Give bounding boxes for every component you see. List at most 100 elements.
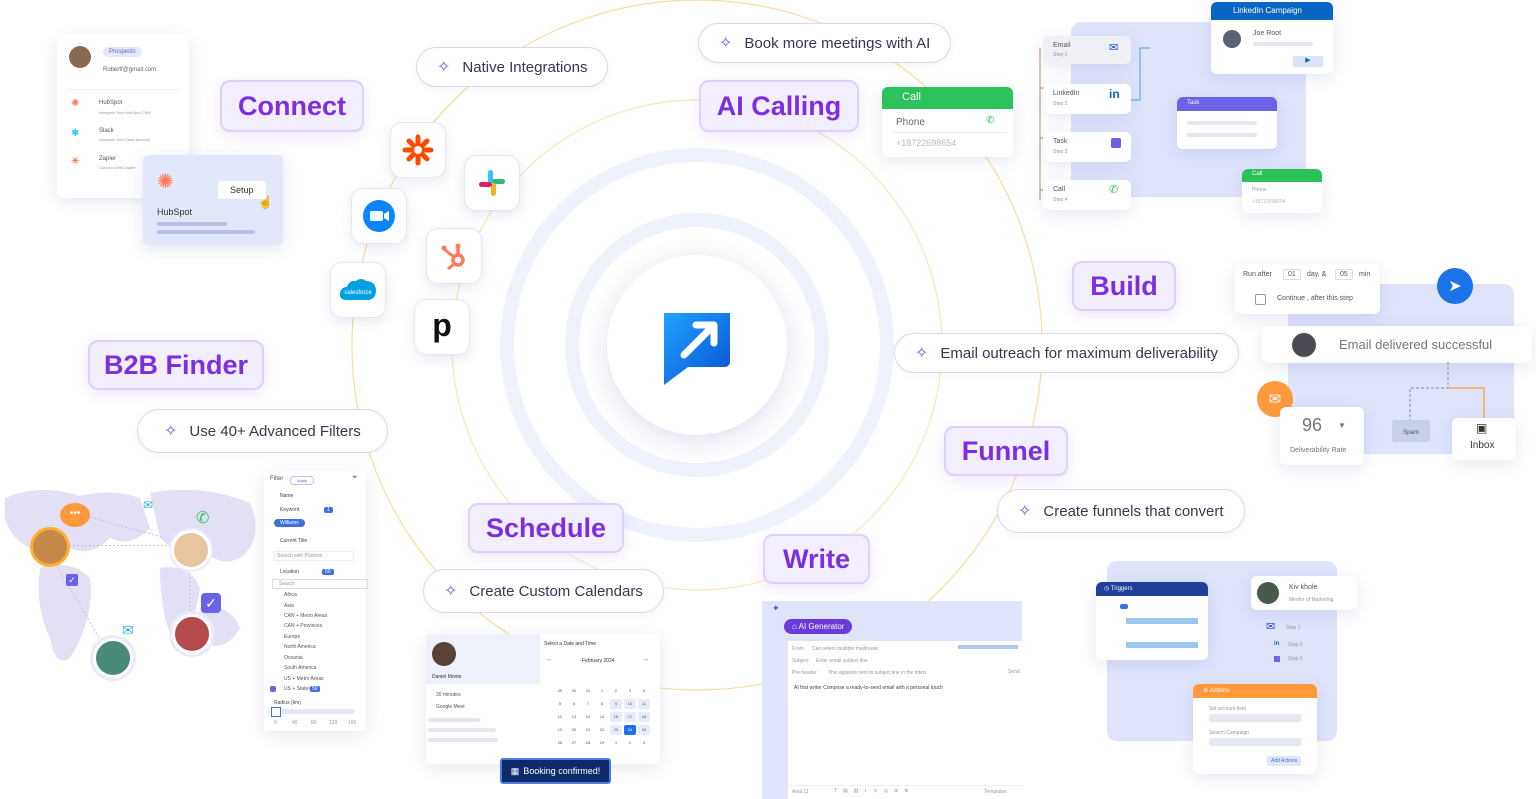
- calendar-day[interactable]: 29: [599, 740, 605, 745]
- location-item[interactable]: Oceania: [284, 655, 303, 661]
- calendar-day[interactable]: 22: [599, 727, 605, 732]
- ai-generator-button[interactable]: ⌂ AI Generator: [784, 619, 853, 634]
- font-selector[interactable]: Arial 11: [792, 789, 809, 795]
- calendar-day[interactable]: 12: [557, 714, 563, 719]
- continue-checkbox[interactable]: [1255, 294, 1266, 305]
- subject-input[interactable]: Enter email subject line: [816, 658, 868, 664]
- calendar-day[interactable]: 31: [585, 688, 591, 693]
- calendar-day[interactable]: 11: [638, 699, 650, 709]
- title-search[interactable]: Search with Position: [274, 551, 354, 561]
- step-label: Step 3: [1288, 656, 1303, 662]
- calendar-day[interactable]: 18: [638, 712, 650, 722]
- filter-field[interactable]: Keyword: [280, 507, 300, 513]
- location-item[interactable]: North America: [284, 644, 316, 650]
- calendar-day[interactable]: 20: [571, 727, 577, 732]
- from-input[interactable]: Can select multiple mailboxes: [812, 646, 879, 652]
- pipedrive-tile[interactable]: p: [414, 299, 470, 355]
- calendar-day[interactable]: 3: [642, 740, 646, 745]
- location-item[interactable]: CAN + Metro Areas: [284, 613, 328, 619]
- ai-prompt[interactable]: AI first writer Compose a ready-to-send …: [794, 685, 943, 691]
- calendar-day[interactable]: 27: [571, 740, 577, 745]
- salesforce-tile[interactable]: salesforce: [330, 262, 386, 318]
- send-button[interactable]: Send: [1008, 669, 1020, 675]
- calendar-day[interactable]: 2: [614, 688, 618, 693]
- day-input[interactable]: 01: [1283, 269, 1301, 280]
- keyword-tag[interactable]: Williams: [274, 519, 305, 527]
- calendar-day[interactable]: 2: [628, 740, 632, 745]
- filter-field[interactable]: Current Title: [280, 538, 308, 544]
- sparkle-icon: ✧: [719, 35, 733, 52]
- editor-toolbar[interactable]: T▤▥◐⊙◎⊕⊗: [834, 788, 915, 794]
- sequence-step-linkedin[interactable]: LinkedIn Step 2 in: [1043, 84, 1131, 114]
- mail-icon: ✉: [1109, 42, 1119, 54]
- send-icon[interactable]: ➤: [1437, 268, 1473, 304]
- add-actions-button[interactable]: Add Actions: [1267, 756, 1302, 766]
- calendar-day[interactable]: 13: [571, 714, 577, 719]
- filter-field[interactable]: Location: [280, 569, 299, 575]
- calendar-day[interactable]: 6: [572, 701, 576, 706]
- calendar-day[interactable]: 15: [599, 714, 605, 719]
- search-campaign-label: Search Campaign: [1209, 730, 1250, 736]
- calendar-day[interactable]: 19: [557, 727, 563, 732]
- calendar-day[interactable]: 7: [586, 701, 590, 706]
- location-item[interactable]: South America: [284, 665, 317, 671]
- calendar-day[interactable]: 30: [571, 688, 577, 693]
- calendar-day[interactable]: 3: [628, 688, 632, 693]
- slack-tile[interactable]: [464, 155, 520, 211]
- location-item[interactable]: CAN + Provinces: [284, 623, 323, 629]
- calendar-day[interactable]: 21: [585, 727, 591, 732]
- location-item[interactable]: US + States: [284, 686, 311, 692]
- location-search[interactable]: Search: [272, 579, 368, 589]
- calendar-day[interactable]: 8: [600, 701, 604, 706]
- filter-field[interactable]: Name: [280, 493, 294, 499]
- calendar-day[interactable]: 9: [610, 699, 622, 709]
- calendar-day[interactable]: 17: [624, 712, 636, 722]
- slider-handle[interactable]: [271, 707, 281, 717]
- send-button[interactable]: ▶: [1293, 56, 1323, 67]
- zoom-tile[interactable]: [351, 188, 407, 244]
- feature-funnel: Funnel: [944, 426, 1068, 476]
- deliverability-card: 96 ▼ Deliverability Rate: [1280, 407, 1364, 465]
- calendar-day[interactable]: 26: [557, 740, 563, 745]
- radius-slider[interactable]: [274, 709, 354, 714]
- location-item[interactable]: US + Metro Areas: [284, 676, 324, 682]
- sequence-step-email[interactable]: Email Step 1 ✉: [1043, 36, 1131, 64]
- sequence-step-call[interactable]: Call Step 4 ✆: [1043, 180, 1131, 210]
- setup-button[interactable]: Setup: [218, 181, 266, 199]
- calendar-day[interactable]: 1: [600, 688, 604, 693]
- calendar-day[interactable]: 16: [610, 712, 622, 722]
- min-input[interactable]: 05: [1335, 269, 1353, 280]
- sequence-step-task[interactable]: Task Step 3: [1043, 132, 1131, 162]
- calendar-day[interactable]: 5: [558, 701, 562, 706]
- pill-label: Create funnels that convert: [1043, 502, 1224, 520]
- location-item[interactable]: Africa: [284, 592, 297, 598]
- pill-custom-calendars: ✧Create Custom Calendars: [423, 569, 664, 613]
- svg-text:salesforce: salesforce: [344, 290, 372, 296]
- cursor-icon: ☝: [258, 195, 273, 209]
- calendar-day[interactable]: 24: [624, 725, 636, 735]
- calendar-day[interactable]: 14: [585, 714, 591, 719]
- calendar-day[interactable]: 10: [624, 699, 636, 709]
- pill-native-integrations: ✧Native Integrations: [416, 47, 609, 87]
- next-month-icon[interactable]: →: [642, 656, 649, 663]
- mail-icon: ✉: [143, 498, 154, 512]
- checkbox-icon[interactable]: [270, 686, 276, 692]
- day-label: day, &: [1307, 271, 1327, 278]
- zapier-tile[interactable]: [390, 122, 446, 178]
- calendar-day[interactable]: 25: [638, 725, 650, 735]
- actions-label: Actions: [1209, 688, 1230, 694]
- calendar-day[interactable]: 1: [614, 740, 618, 745]
- hubspot-tile[interactable]: [426, 228, 482, 284]
- templates-button[interactable]: Templates: [984, 789, 1007, 795]
- prev-month-icon[interactable]: ←: [546, 656, 553, 663]
- calendar-day[interactable]: 4: [642, 688, 646, 693]
- apply-badge[interactable]: Apply: [290, 476, 315, 485]
- filter-icon[interactable]: ⏷: [352, 474, 358, 481]
- hubspot-label: HubSpot: [157, 207, 193, 217]
- preheader-input[interactable]: This appears next to subject line in the…: [828, 670, 927, 676]
- location-item[interactable]: Europe: [284, 634, 301, 640]
- calendar-day[interactable]: 23: [610, 725, 622, 735]
- calendar-day[interactable]: 28: [585, 740, 591, 745]
- calendar-day[interactable]: 29: [557, 688, 563, 693]
- location-item[interactable]: Asia: [284, 603, 294, 609]
